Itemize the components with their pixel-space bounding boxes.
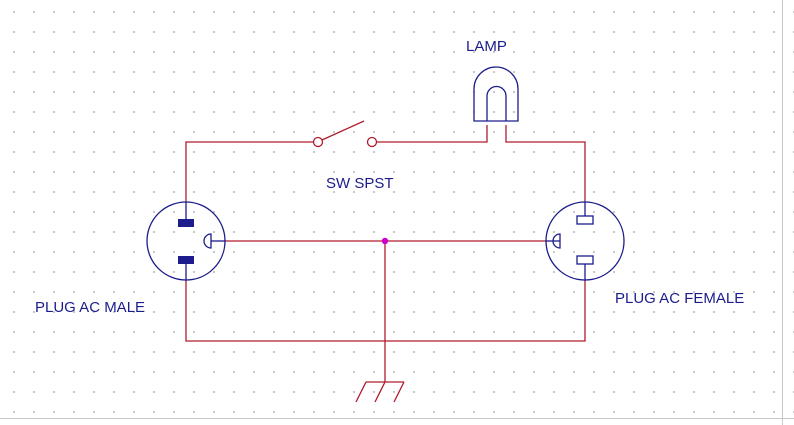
male-prong-top: [178, 219, 194, 227]
female-slot-bottom: [576, 255, 594, 265]
male-ground-pin: [203, 233, 212, 249]
plug-ac-female-symbol[interactable]: [545, 201, 625, 281]
plug-female-label: PLUG AC FEMALE: [615, 290, 745, 307]
lamp-label: LAMP: [466, 38, 507, 55]
canvas-edge-right: [782, 0, 783, 425]
female-ground-socket: [552, 233, 561, 249]
switch-label: SW SPST: [326, 175, 394, 192]
plug-ac-male-symbol[interactable]: [146, 201, 226, 281]
female-slot-top: [576, 215, 594, 225]
wires: [185, 125, 586, 382]
switch-spst-symbol[interactable]: [312, 120, 378, 148]
wire-switch-to-lamp[interactable]: [377, 125, 488, 143]
canvas-edge-bottom: [0, 418, 794, 419]
lamp-symbol[interactable]: [473, 66, 519, 122]
plug-male-label: PLUG AC MALE: [35, 299, 146, 316]
ground-symbol[interactable]: [355, 381, 405, 403]
junction-dot: [381, 237, 389, 245]
male-prong-bottom: [178, 256, 194, 264]
wire-lamp-to-female[interactable]: [505, 125, 586, 202]
wire-male-to-switch[interactable]: [185, 141, 313, 202]
